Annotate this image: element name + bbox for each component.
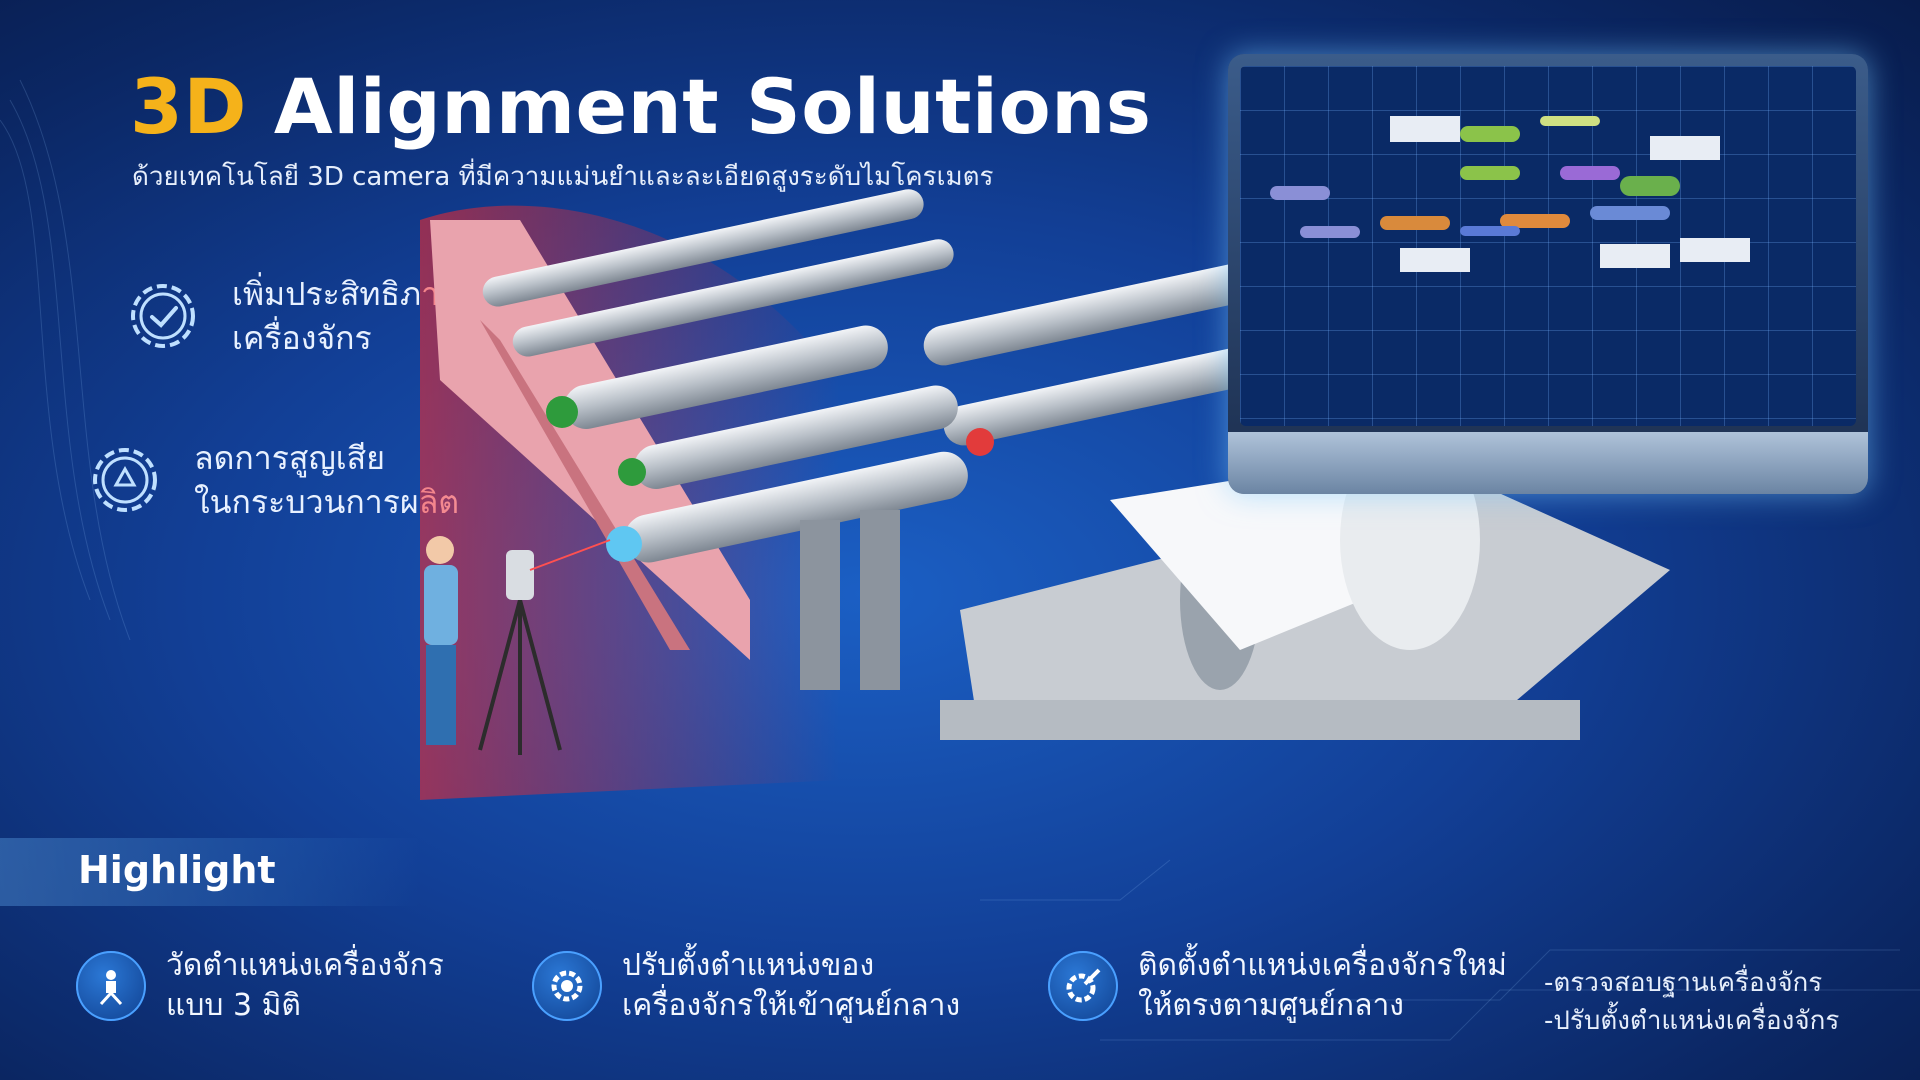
benefit-reduce-loss-line2: ในกระบวนการผลิต <box>194 483 460 521</box>
monitor-screen <box>1240 66 1856 426</box>
winder-machine <box>800 430 1670 740</box>
highlight-item-install: ติดตั้งตำแหน่งเครื่องจักรใหม่ ให้ตรงตามศ… <box>1048 946 1507 1026</box>
highlight-item-adjust: ปรับตั้งตำแหน่งของ เครื่องจักรให้เข้าศูน… <box>532 946 960 1026</box>
gear-wrench-icon <box>1048 951 1118 1021</box>
subtitle: ด้วยเทคโนโลยี 3D camera ที่มีความแม่นยำแ… <box>132 162 994 192</box>
highlighted-rolls <box>546 325 994 563</box>
benefit-reduce-loss-line1: ลดการสูญเสีย <box>194 439 385 477</box>
surveyor-icon <box>76 951 146 1021</box>
highlight-item-adjust-line1: ปรับตั้งตำแหน่งของ <box>622 948 875 983</box>
highlight-item-measure-line1: วัดตำแหน่งเครื่องจักร <box>166 948 444 983</box>
page-title: 3D Alignment Solutions <box>130 62 1152 151</box>
title-accent: 3D <box>130 62 247 151</box>
benefit-efficiency-line2: เครื่องจักร <box>232 319 372 357</box>
highlight-item-measure-line2: แบบ 3 มิติ <box>166 988 301 1023</box>
gear-recycle-icon <box>93 448 157 512</box>
highlight-item-install-line1: ติดตั้งตำแหน่งเครื่องจักรใหม่ <box>1138 948 1507 983</box>
operator-figure <box>424 536 611 755</box>
highlight-bullets: -ตรวจสอบฐานเครื่องจักร -ปรับตั้งตำแหน่งเ… <box>1544 964 1839 1040</box>
highlight-item-install-line2: ให้ตรงตามศูนย์กลาง <box>1138 988 1404 1023</box>
alignment-3d-view <box>1270 116 1750 272</box>
highlight-label: Highlight <box>78 848 276 892</box>
benefit-reduce-loss: ลดการสูญเสีย ในกระบวนการผลิต <box>82 436 459 524</box>
highlight-item-measure: วัดตำแหน่งเครื่องจักร แบบ 3 มิติ <box>76 946 444 1026</box>
highlight-item-adjust-line2: เครื่องจักรให้เข้าศูนย์กลาง <box>622 988 961 1023</box>
monitor-stand <box>1228 432 1868 494</box>
benefit-efficiency: เพิ่มประสิทธิภาพ เครื่องจักร <box>120 272 460 360</box>
gear-check-icon <box>131 284 195 348</box>
gear-adjust-icon <box>532 951 602 1021</box>
bullet-adjust-position: -ปรับตั้งตำแหน่งเครื่องจักร <box>1544 1006 1840 1036</box>
highlight-band <box>0 838 420 906</box>
bullet-check-base: -ตรวจสอบฐานเครื่องจักร <box>1544 968 1823 998</box>
title-rest: Alignment Solutions <box>246 62 1152 151</box>
